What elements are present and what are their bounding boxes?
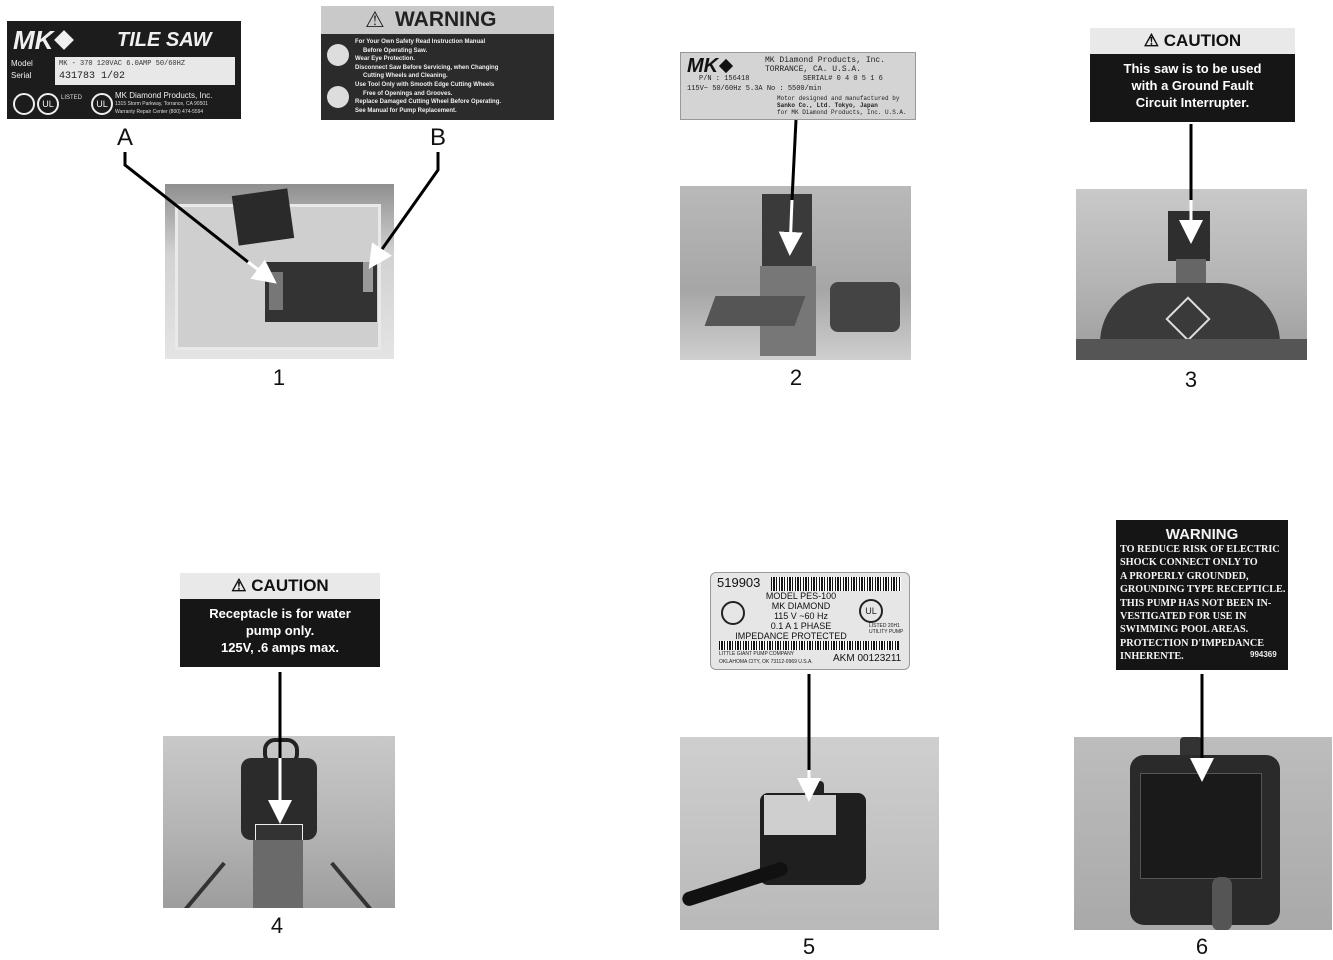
arrow-2-black: [792, 120, 796, 200]
arrow-b-white: [372, 252, 380, 264]
arrow-a-black: [125, 152, 248, 262]
arrow-b-black: [380, 152, 438, 252]
arrow-2-white: [790, 200, 792, 250]
arrow-a-white: [248, 262, 272, 280]
